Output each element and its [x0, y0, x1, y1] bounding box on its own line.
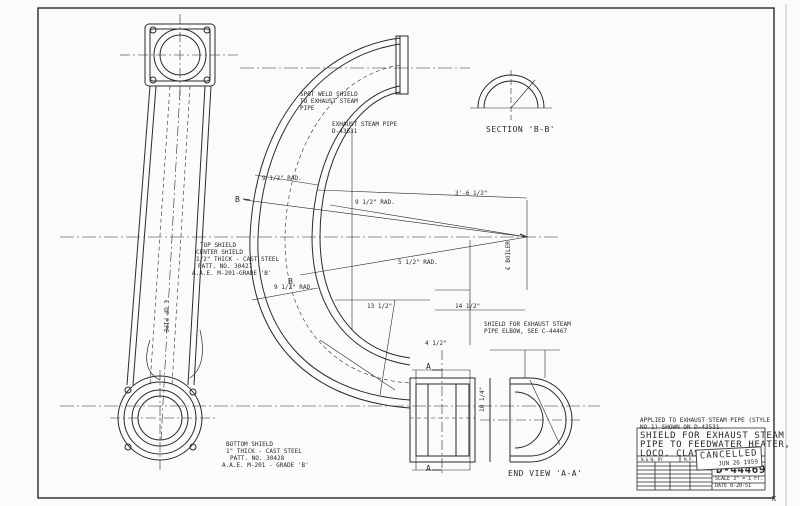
exhaust-elbow: [249, 35, 411, 409]
sheet-border: [37, 7, 775, 499]
bottom-shield-note-3: PATT. NO. 30428: [230, 455, 285, 462]
top-shield-note-2: CENTER SHIELD: [196, 249, 243, 256]
bottom-shield-note-4: A.A.E. M-201 - GRADE 'B': [222, 462, 309, 469]
radial-dimensions: [244, 130, 528, 396]
dim-overall: 3'-6 1/2": [455, 190, 488, 197]
bottom-shield-note-1: BOTTOM SHIELD: [226, 441, 273, 448]
dim-radius-1: 9 1/2" RAD.: [355, 199, 395, 206]
top-shield-note-3: 1/2" THICK - CAST STEEL: [196, 256, 280, 263]
title-line-3: LOCO. CLASS Y6a.: [640, 449, 737, 459]
applied-note-1: APPLIED TO EXHAUST STEAM PIPE (STYLE: [640, 417, 771, 424]
section-bb: [470, 70, 552, 120]
corner-note: K: [772, 495, 777, 503]
dim-13: 13 1/2": [367, 303, 393, 310]
bottom-shield: [409, 350, 476, 475]
exhaust-pipe-note-2: D-43531: [332, 128, 358, 135]
department: M.P. DEPT: [684, 457, 706, 462]
title-line-2: PIPE TO FEEDWATER HEATER,: [640, 440, 791, 450]
scale-text: SCALE 3" = 1 FT.: [715, 476, 764, 482]
drawing-number: D-44469: [716, 463, 766, 476]
dim-14: 14 1/2": [455, 303, 481, 310]
section-bb-label: SECTION 'B-B': [486, 125, 556, 134]
exhaust-pipe-note-1: EXHAUST STEAM PIPE: [332, 121, 398, 128]
boiler-centerline: € BOILER: [505, 241, 512, 270]
section-marker-a-1: A: [426, 362, 432, 371]
drawn-by: N.& W. RY: [641, 457, 663, 462]
section-marker-a-2: A: [426, 464, 432, 473]
end-view-aa: [480, 349, 580, 463]
top-shield-note-5: A.A.E. M-201-GRADE 'B': [192, 270, 272, 277]
spot-weld-note-3: PIPE: [300, 105, 315, 112]
shield-elbow-note-2: PIPE ELBOW, SEE C-44467: [484, 328, 568, 335]
spot-weld-note-2: TO EXHAUST STEAM: [300, 98, 358, 105]
date-text: DATE 8-20-51: [715, 483, 752, 489]
dim-rad-a: 9 1/2" RAD.: [262, 175, 302, 182]
end-view-label: END VIEW 'A-A': [508, 469, 583, 478]
dim-4: 4 1/2": [425, 340, 447, 347]
cancelled-stamp: CANCELLED JUN 26 1959: [695, 446, 763, 471]
section-marker-b-2: B: [288, 277, 294, 286]
top-shield-note-4: PATT. NO. 30427: [198, 263, 253, 270]
pipe-centerline: € OF PIPE: [162, 300, 169, 333]
shield-elbow-note-1: SHIELD FOR EXHAUST STEAM: [484, 321, 571, 328]
dim-10: 10 1/4": [479, 386, 486, 412]
bottom-flange: [110, 370, 215, 470]
section-marker-b-1: B: [235, 195, 241, 204]
left-pipe: [126, 85, 212, 441]
title-line-1: SHIELD FOR EXHAUST STEAM: [640, 431, 785, 441]
bottom-shield-note-2: 1" THICK - CAST STEEL: [226, 448, 302, 455]
top-flange: [120, 14, 240, 100]
dim-rad-b: 9 1/2" RAD.: [274, 284, 314, 291]
spot-weld-note-1: SPOT WELD SHIELD: [300, 91, 358, 98]
applied-note-2: NO.1) SHOWN ON D-43531.: [640, 424, 724, 431]
dim-radius-2: 5 1/2" RAD.: [398, 259, 438, 266]
top-shield-note-1: TOP SHIELD: [200, 242, 237, 249]
